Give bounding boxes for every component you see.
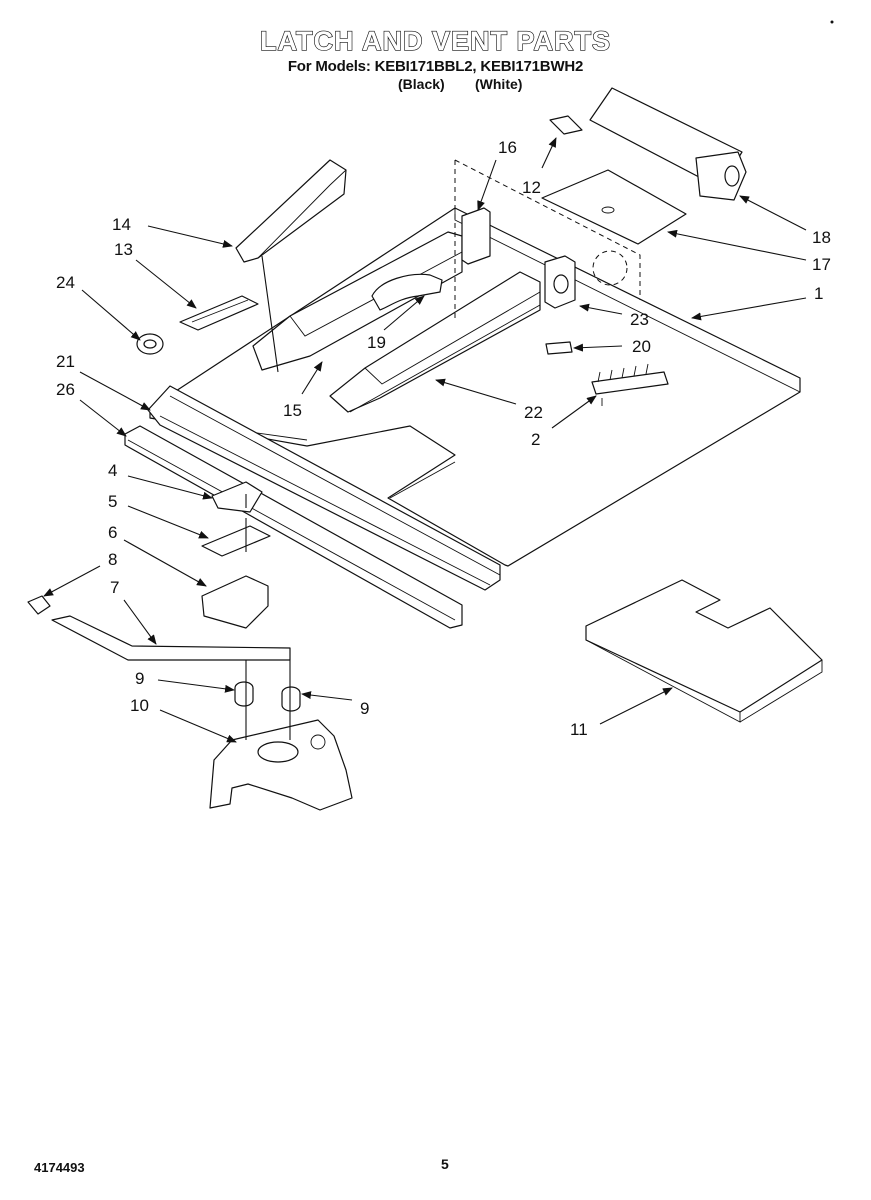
clip-part [179, 295, 259, 331]
variant-black-label: (Black) [398, 76, 445, 92]
hose-part [371, 273, 443, 311]
callout-4: 4 [108, 461, 117, 480]
callout-leaders [43, 137, 807, 743]
registration-mark [830, 20, 834, 24]
door-cover-part [585, 579, 823, 723]
motor-bracket-part [541, 169, 687, 245]
latch-block-part [27, 595, 51, 615]
callout-15: 15 [283, 401, 302, 420]
callout-17: 17 [812, 255, 831, 274]
latch-arm-part [51, 615, 291, 661]
callout-23: 23 [630, 310, 649, 329]
callout-8: 8 [108, 550, 117, 569]
vent-motor-part [589, 87, 747, 201]
hidden-alignment-lines [454, 159, 641, 320]
terminal-block-part [591, 363, 669, 406]
callout-10: 10 [130, 696, 149, 715]
callout-labels: 1 2 4 5 6 7 8 9 9 10 11 12 13 14 15 16 1… [56, 138, 831, 739]
models-subtitle: For Models: KEBI171BBL2, KEBI171BWH2 [287, 58, 584, 75]
variant-white-label: (White) [475, 76, 523, 92]
vent-insulation-part [461, 207, 576, 309]
clamp-part [545, 341, 573, 355]
callout-22: 22 [524, 403, 543, 422]
front-strip-part [124, 385, 501, 629]
small-clip-part [549, 115, 583, 135]
callout-14: 14 [112, 215, 131, 234]
callout-13: 13 [114, 240, 133, 259]
callout-9-left: 9 [135, 669, 144, 688]
callout-5: 5 [108, 492, 117, 511]
callout-9-right: 9 [360, 699, 369, 718]
callout-6: 6 [108, 523, 117, 542]
page-title: LATCH AND VENT PARTS [259, 25, 611, 56]
latch-switch-part [201, 481, 271, 629]
document-number: 4174493 [34, 1160, 85, 1175]
page-number: 5 [441, 1156, 449, 1172]
latch-mechanism-part [209, 719, 353, 811]
spacer-part [234, 681, 301, 712]
callout-11: 11 [570, 720, 588, 739]
callout-2: 2 [531, 430, 540, 449]
callout-1: 1 [814, 284, 823, 303]
callout-7: 7 [110, 578, 119, 597]
duct-bracket-part [235, 159, 347, 263]
hidden-mount-outline [592, 250, 628, 286]
callout-12: 12 [522, 178, 541, 197]
vent-duct-part [252, 231, 541, 413]
callout-21: 21 [56, 352, 75, 371]
callout-20: 20 [632, 337, 651, 356]
callout-16: 16 [498, 138, 517, 157]
grommet-part [136, 333, 164, 355]
callout-26: 26 [56, 380, 75, 399]
assembly-guide-lines [245, 255, 291, 740]
callout-19: 19 [367, 333, 386, 352]
callout-18: 18 [812, 228, 831, 247]
callout-24: 24 [56, 273, 75, 292]
